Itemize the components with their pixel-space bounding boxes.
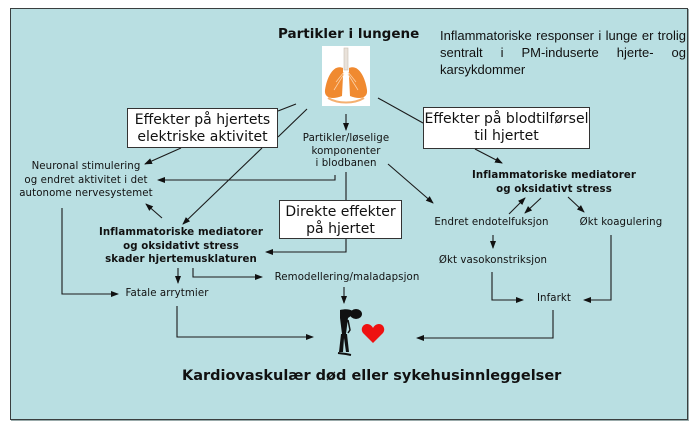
slumped-person-icon — [334, 306, 364, 358]
arrow-infarct-person — [416, 310, 554, 341]
connector-lungs-electrical-1 — [277, 103, 297, 112]
arrow-inflam-heart-remodeling — [192, 268, 263, 280]
node-vasoconstriction: Økt vasokonstriksjon — [438, 255, 548, 266]
box-electrical-line1: Effekter på hjertets — [134, 112, 271, 128]
arrow-direct-inflam-heart — [265, 238, 347, 255]
node-neuronal-line1: Neuronal stimulering — [31, 161, 141, 172]
box-blood-supply-effects: Effekter på blodtilførsel til hjertet — [423, 107, 590, 149]
node-inflammatory-vascular: Inflammatoriske mediatorer og oksidativt… — [464, 169, 644, 197]
note-text: Inflammatoriske responser i lunge er tro… — [440, 28, 686, 77]
heart-icon — [361, 324, 385, 344]
node-particles-line1: Partikler/løselige — [302, 133, 390, 144]
arrow-particles-neuronal — [157, 175, 336, 183]
arrow-electrical-neuronal — [144, 147, 182, 165]
arrow-arrhythmia-person — [176, 306, 314, 340]
box-direct-effects: Direkte effekter på hjertet — [279, 200, 402, 239]
node-neuronal-line2: og endret aktivitet i det — [24, 174, 148, 186]
lungs-icon — [322, 46, 370, 106]
box-electrical-line2: elektriske aktivitet — [137, 129, 268, 145]
box-direct-line1: Direkte effekter — [285, 204, 396, 220]
arrow-inflam-heart-neuronal — [145, 203, 163, 219]
node-endothelial-dysfunction: Endret endotelfuksjon — [434, 217, 549, 228]
node-inflam-heart-line1: Inflammatoriske mediatorer — [99, 227, 263, 238]
node-inflam-vascular-line1: Inflammatoriske mediatorer — [472, 170, 636, 181]
box-electrical-effects: Effekter på hjertets elektriske aktivite… — [127, 108, 278, 148]
box-blood-supply-line2: til hjertet — [474, 128, 539, 144]
arrow-coagulation-infarct — [583, 235, 612, 303]
connector-lungs-bloodsupply — [377, 97, 424, 124]
arrow-particles-endothelial — [387, 163, 434, 204]
outcome-label: Kardiovaskulær død eller sykehusinnlegge… — [182, 368, 562, 384]
node-inflam-vascular-line2: og oksidativt stress — [496, 184, 612, 195]
connector-lungs-electrical-2 — [277, 108, 308, 138]
arrow-vasoconstriction-infarct — [491, 272, 524, 303]
node-neuronal-stimulation: Neuronal stimulering og endret aktivitet… — [18, 160, 154, 201]
node-infarction: Infarkt — [536, 293, 572, 304]
node-remodeling: Remodellering/maladapsjon — [274, 272, 420, 283]
diagram-title: Partikler i lungene — [278, 26, 420, 42]
node-particles-line3: i blodbanen — [315, 158, 377, 169]
node-particles-blood: Partikler/løselige komponenter i blodban… — [296, 133, 396, 171]
box-direct-line2: på hjertet — [306, 221, 375, 237]
node-particles-line2: komponenter — [311, 145, 381, 157]
node-inflam-heart-line2: og oksidativt stress — [123, 240, 239, 252]
arrow-inflam-vascular-endothelial — [524, 197, 542, 214]
node-neuronal-line3: autonome nervesystemet — [19, 188, 153, 199]
node-coagulation: Økt koagulering — [579, 217, 663, 228]
arrow-inflam-vascular-coagulation — [567, 196, 585, 213]
node-inflam-heart-line3: skader hjertemusklaturen — [105, 254, 257, 265]
arrow-electrical-inflam-heart — [182, 147, 263, 225]
arrow-bloodsupply-inflam-vascular — [474, 148, 503, 164]
box-blood-supply-line1: Effekter på blodtilførsel — [424, 111, 589, 127]
node-fatal-arrhythmia: Fatale arrytmier — [125, 288, 209, 299]
arrow-neuronal-arrhythmia — [61, 208, 119, 297]
arrow-endothelial-inflam-vascular — [508, 197, 526, 215]
node-inflammatory-heart: Inflammatoriske mediatorer og oksidativt… — [90, 226, 272, 267]
